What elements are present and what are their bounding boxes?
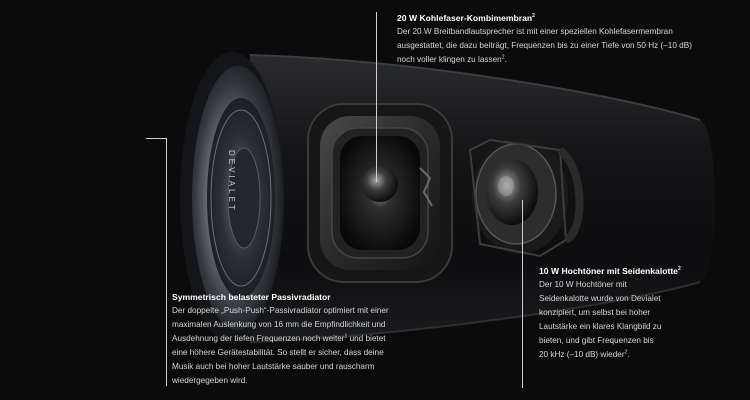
- tweeter-text-line: konzipiert, um selbst bei hoher: [539, 308, 651, 317]
- radiator-leader-line-horizontal: [146, 138, 167, 139]
- tweeter-text-line: Der 10 W Hochtöner mit: [539, 280, 627, 289]
- tweeter-text-line: Seidenkalotte wurde von Devialet: [539, 294, 661, 303]
- radiator-text-line: Ausdehnung der tiefen Frequenzen noch we…: [172, 333, 386, 343]
- radiator-text-line: Musik auch bei hoher Lautstärke sauber u…: [172, 362, 375, 371]
- tweeter-leader-line: [522, 200, 523, 388]
- tweeter: [468, 138, 584, 258]
- membrane-title: 20 W Kohlefaser-Kombimembran2: [397, 13, 535, 23]
- membrane-text-line: ausgestattet, die dazu beiträgt, Frequen…: [397, 41, 692, 50]
- tweeter-callout: 10 W Hochtöner mit Seidenkalotte2 Der 10…: [539, 264, 681, 362]
- devialet-logo: DEVIALET: [227, 150, 236, 213]
- radiator-callout: Symmetrisch belasteter Passivradiator De…: [172, 290, 389, 388]
- radiator-text-line: eine höhere Gerätestabilität. So stellt …: [172, 348, 384, 357]
- tweeter-title: 10 W Hochtöner mit Seidenkalotte2: [539, 266, 681, 276]
- membrane-callout: 20 W Kohlefaser-Kombimembran2 Der 20 W B…: [397, 11, 692, 67]
- membrane-leader-line: [376, 12, 377, 182]
- radiator-leader-line: [166, 138, 167, 386]
- woofer: [307, 103, 453, 283]
- radiator-text-line: maximalen Auslenkung von 16 mm die Empfi…: [172, 320, 386, 329]
- radiator-text-line: wiedergegeben wird.: [172, 376, 248, 385]
- radiator-title: Symmetrisch belasteter Passivradiator: [172, 292, 331, 302]
- radiator-text-line: Der doppelte „Push-Push“-Passivradiator …: [172, 306, 389, 315]
- membrane-text-line: Der 20 W Breitbandlautsprecher ist mit e…: [397, 27, 673, 36]
- tweeter-text-line: 20 kHz (–10 dB) wieder2.: [539, 349, 630, 359]
- tweeter-text-line: Lautstärke ein klares Klangbild zu: [539, 322, 662, 331]
- membrane-text-line: noch voller klingen zu lassen2.: [397, 54, 507, 64]
- tweeter-text-line: bieten, und gibt Frequenzen bis: [539, 336, 654, 345]
